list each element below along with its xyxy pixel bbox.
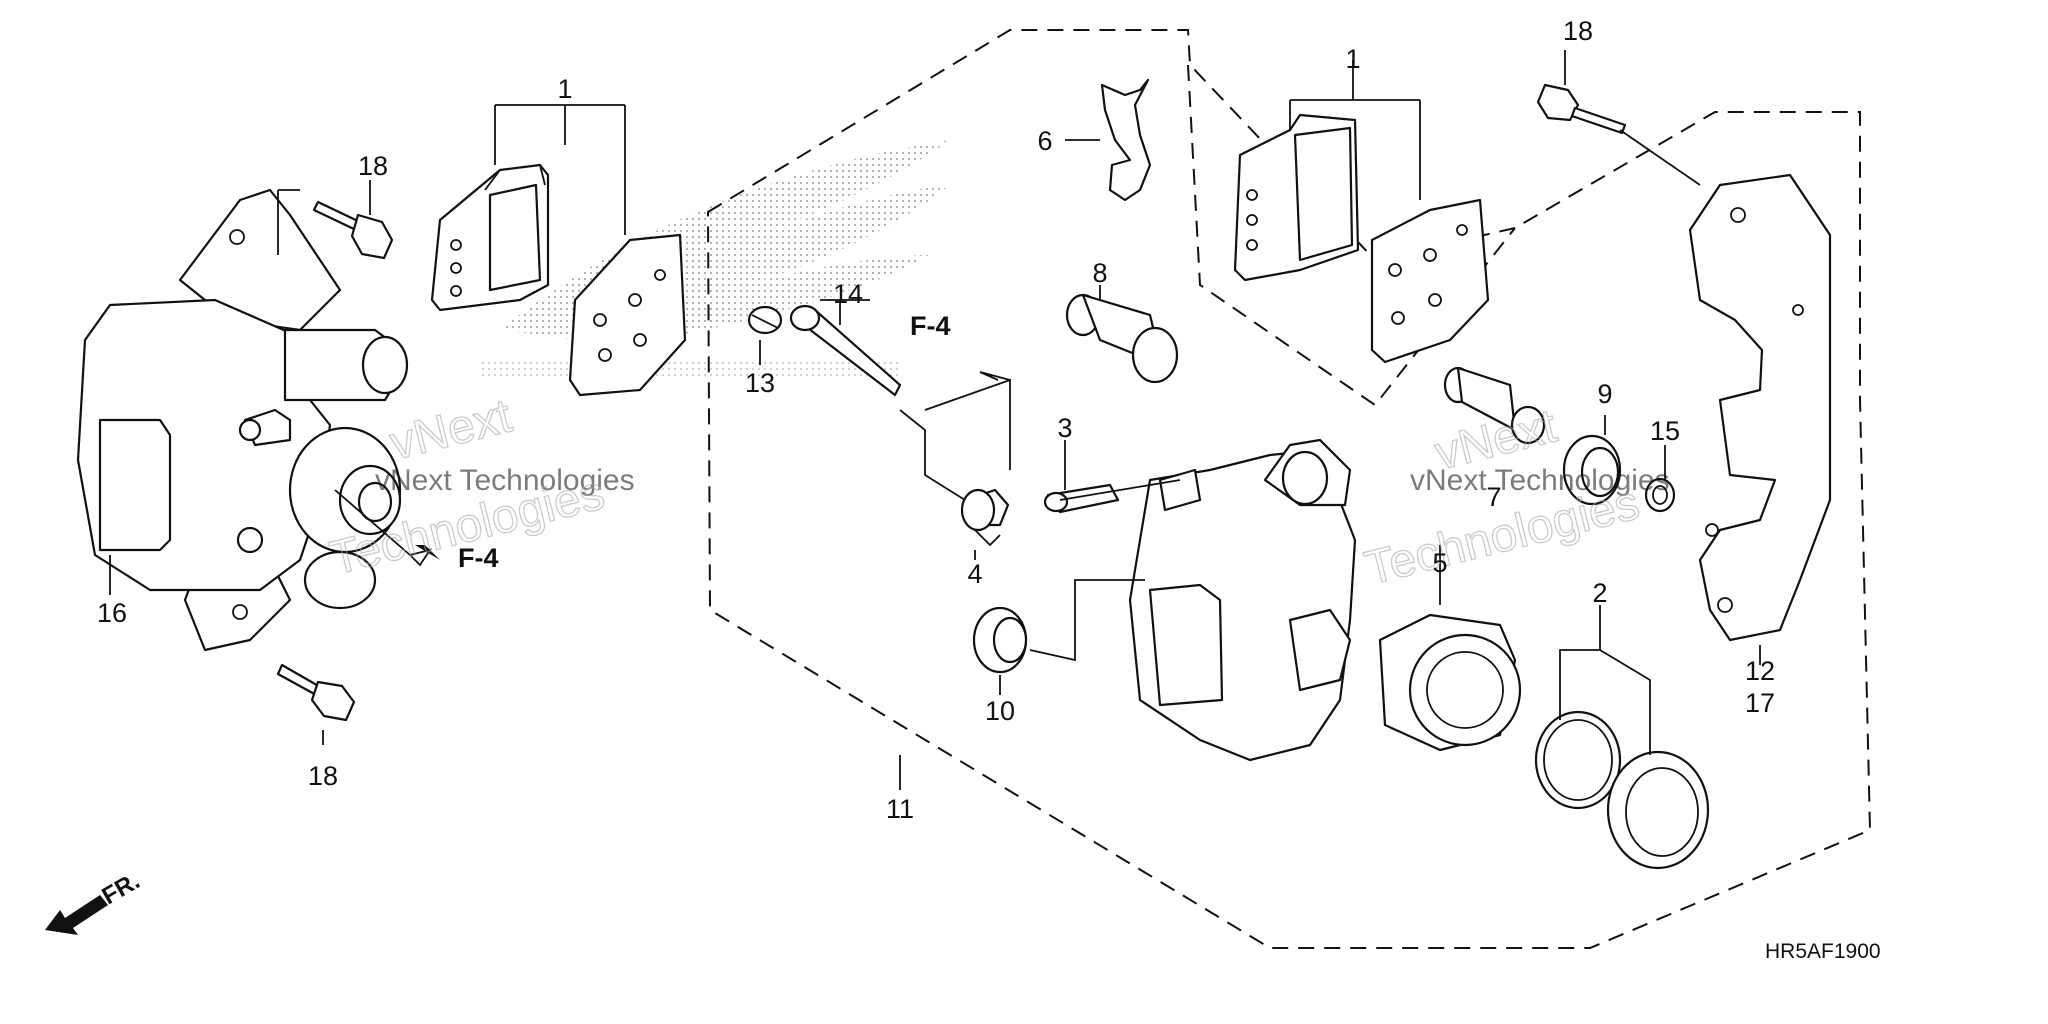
figure-code: HR5AF1900 [1765, 940, 1881, 963]
piston-5 [1378, 613, 1522, 752]
callout-13: 13 [745, 368, 775, 398]
callout-18-top-right: 18 [1563, 16, 1593, 46]
callout-1-left: 1 [557, 74, 572, 104]
callout-9: 9 [1597, 379, 1612, 409]
piston-seal-2 [1534, 710, 1622, 810]
leader-lines [109, 50, 1761, 790]
watermark-text-1: vNext Technologies [375, 464, 635, 497]
callout-12: 12 [1745, 656, 1775, 686]
front-arrow-icon [45, 895, 108, 935]
pad-spring-6 [1100, 78, 1152, 202]
background-wing-logo [480, 140, 950, 378]
ref-f4-center: F-4 [910, 311, 951, 341]
callout-18-bottom-left: 18 [308, 761, 338, 791]
boot-9 [1562, 434, 1622, 506]
bleeder-screw-3 [1043, 483, 1120, 514]
f4-arrow-left [415, 545, 440, 560]
pin-cap-13 [747, 305, 783, 335]
callout-4: 4 [967, 559, 982, 589]
kit-boundary-pads-right [1187, 64, 1516, 407]
left-brake-pads-1 [430, 163, 687, 397]
callout-3: 3 [1057, 413, 1072, 443]
clip-15 [1644, 477, 1676, 513]
dust-seal-2 [1606, 750, 1710, 870]
slide-pin-8 [1065, 293, 1179, 384]
left-caliper-assembly-16 [76, 188, 409, 652]
callout-16: 16 [97, 598, 127, 628]
right-brake-pads-1 [1233, 113, 1490, 364]
bolt-18-top-right [1536, 83, 1627, 135]
callout-18-top-left: 18 [358, 151, 388, 181]
boot-10 [972, 606, 1028, 674]
callout-7: 7 [1486, 482, 1501, 512]
callouts: 1 1 2 3 4 5 6 7 8 9 10 11 12 13 14 15 16… [97, 16, 1775, 824]
watermark-text-4: vNext Technologies [1410, 464, 1670, 497]
watermark-text-2: vNext [385, 390, 517, 471]
callout-14: 14 [833, 279, 863, 309]
slide-pin-7 [1443, 366, 1546, 445]
callout-11: 11 [886, 794, 914, 824]
caliper-body-11 [1128, 438, 1357, 762]
bleeder-cap-4 [960, 488, 1010, 547]
callout-10: 10 [985, 696, 1015, 726]
callout-15: 15 [1650, 416, 1680, 446]
pad-pin-14 [789, 304, 902, 397]
callout-17: 17 [1745, 688, 1775, 718]
callout-2: 2 [1592, 578, 1607, 608]
callout-6: 6 [1037, 126, 1052, 156]
bolt-18-top-left [312, 200, 394, 260]
callout-5: 5 [1432, 548, 1447, 578]
bolt-18-bottom-left [276, 663, 356, 722]
ref-f4-left: F-4 [458, 543, 499, 573]
kit-boundary-11 [706, 29, 1872, 949]
callout-8: 8 [1092, 258, 1107, 288]
callout-1-right: 1 [1345, 44, 1360, 74]
caliper-bracket-12 [1688, 173, 1832, 642]
